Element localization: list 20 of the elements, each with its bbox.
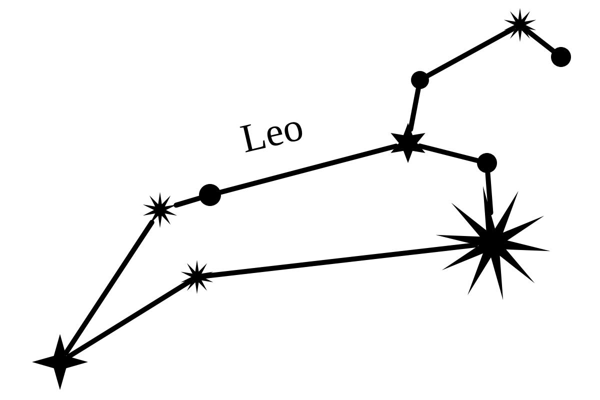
constellation-line (408, 86, 421, 132)
constellation-line (66, 278, 194, 359)
star-symbol (32, 334, 88, 390)
star-symbol (180, 260, 214, 294)
star-dot (477, 153, 497, 173)
constellation-line (174, 196, 202, 208)
constellation-line (522, 26, 556, 54)
star-symbol (504, 8, 536, 42)
constellation-line (485, 170, 494, 216)
constellation-name: Leo (240, 122, 302, 152)
star-symbol (390, 123, 426, 163)
star-symbol (142, 192, 178, 228)
star-dot (199, 184, 221, 206)
constellation-line (63, 220, 154, 356)
star-dot (411, 71, 429, 89)
constellation-line (417, 144, 480, 163)
constellation-line (218, 144, 399, 195)
star-symbol (436, 186, 550, 300)
constellation-line (426, 26, 516, 78)
star-dot (551, 47, 571, 67)
